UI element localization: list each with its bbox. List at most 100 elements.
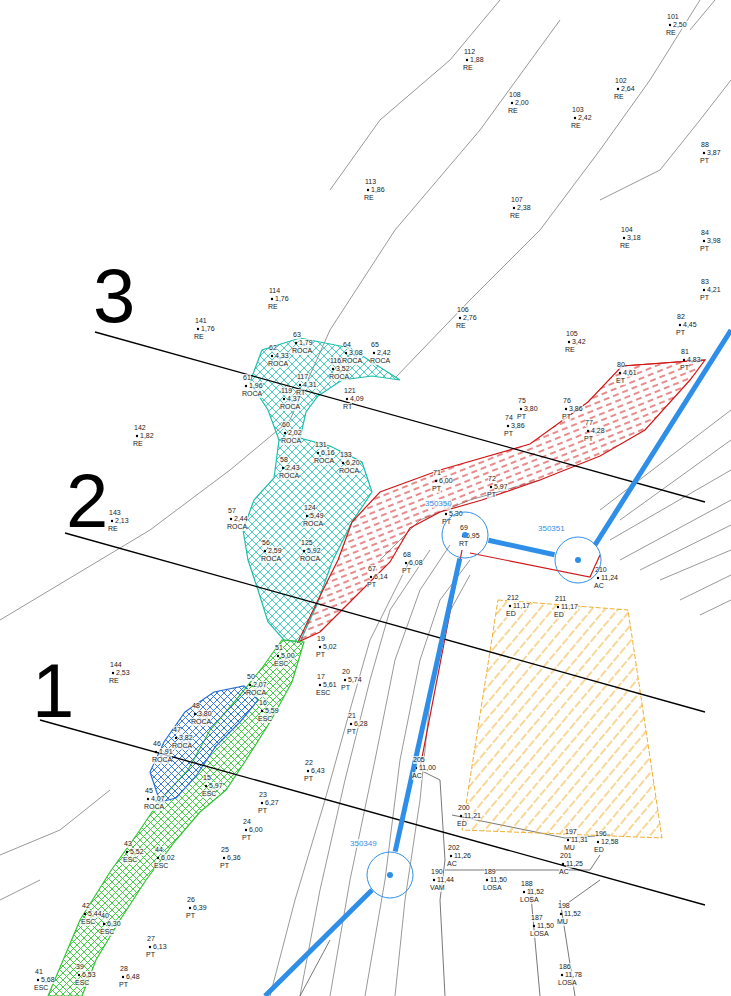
- callout-number: 67: [368, 565, 376, 573]
- survey-dot: [367, 189, 369, 191]
- callout-number: 211: [555, 595, 566, 603]
- callout-number: 106: [457, 306, 469, 314]
- callout-number: 16: [259, 699, 267, 707]
- point-code: LOSA: [520, 896, 539, 904]
- elevation-value: 1,96: [249, 382, 263, 390]
- survey-dot: [155, 751, 157, 753]
- point-code: PT: [186, 912, 195, 920]
- point-code: RE: [109, 677, 119, 685]
- point-code: RT: [459, 540, 468, 548]
- survey-dot: [679, 324, 681, 326]
- survey-dot: [245, 829, 247, 831]
- callout-number: 74: [505, 414, 513, 422]
- point-code: LOSA: [558, 979, 577, 987]
- survey-dot: [345, 352, 347, 354]
- section-number: 3: [93, 258, 135, 334]
- point-code: MU: [564, 844, 575, 852]
- callout-number: 104: [621, 226, 633, 234]
- survey-dot: [306, 515, 308, 517]
- survey-dot: [332, 368, 334, 370]
- elevation-value: 6,36: [227, 854, 241, 862]
- point-code: ESC: [154, 862, 168, 870]
- elevation-value: 3,42: [572, 338, 586, 346]
- elevation-value: 5,49: [310, 512, 324, 520]
- point-code: ROCA: [227, 523, 247, 531]
- survey-dot: [261, 802, 263, 804]
- station-circle: 350349: [366, 851, 414, 899]
- elevation-value: 3,18: [627, 234, 641, 242]
- callout-number: 40: [101, 912, 109, 920]
- callout-number: 201: [560, 852, 572, 860]
- elevation-value: 5,59: [265, 707, 279, 715]
- point-code: ESC: [75, 979, 89, 987]
- callout-number: 42: [82, 902, 90, 910]
- callout-number: 197: [565, 828, 577, 836]
- elevation-value: 4,37: [287, 395, 301, 403]
- point-code: ESC: [258, 715, 272, 723]
- station-dot: [387, 872, 393, 878]
- point-code: ED: [554, 611, 564, 619]
- survey-dot: [568, 341, 570, 343]
- survey-dot: [597, 841, 599, 843]
- survey-dot: [533, 925, 535, 927]
- elevation-value: 2,00: [515, 99, 529, 107]
- callout-number: 17: [317, 673, 325, 681]
- survey-dot: [37, 979, 39, 981]
- point-code: PT: [119, 981, 128, 989]
- section-number: 1: [32, 653, 74, 729]
- survey-dot: [466, 59, 468, 61]
- elevation-value: 5,52: [130, 848, 144, 856]
- elevation-value: 11,17: [561, 603, 578, 611]
- elevation-value: 6,00: [439, 477, 453, 485]
- elevation-value: 11,17: [513, 602, 530, 610]
- point-code: RE: [463, 64, 473, 72]
- callout-number: 41: [35, 968, 43, 976]
- callout-number: 200: [458, 804, 470, 812]
- point-code: AC: [559, 868, 569, 876]
- survey-dot: [373, 352, 375, 354]
- elevation-value: 1,76: [275, 295, 289, 303]
- station-outline: [366, 851, 414, 899]
- callout-number: 71: [433, 469, 441, 477]
- callout-number: 83: [701, 278, 709, 286]
- callout-number: 144: [110, 661, 122, 669]
- road-connector: [488, 540, 554, 555]
- elevation-value: 11,50: [537, 922, 554, 930]
- survey-dot: [433, 879, 435, 881]
- survey-dot: [205, 785, 207, 787]
- callout-number: 15: [203, 774, 211, 782]
- callout-number: 186: [559, 963, 571, 971]
- survey-dot: [284, 432, 286, 434]
- point-code: RE: [565, 346, 575, 354]
- elevation-value: 11,21: [464, 812, 481, 820]
- elevation-value: 1,82: [140, 432, 154, 440]
- point-code: PT: [584, 435, 593, 443]
- orange-hatched-area: [462, 600, 662, 838]
- callout-number: 212: [507, 594, 519, 602]
- survey-dot: [319, 684, 321, 686]
- point-code: ROCA: [280, 403, 300, 411]
- point-code: ROCA: [370, 357, 390, 365]
- callout-number: 114: [269, 287, 280, 295]
- callout-number: 108: [509, 91, 521, 99]
- survey-dot: [230, 518, 232, 520]
- elevation-value: 3,82: [179, 734, 193, 742]
- elevation-value: 6,02: [161, 854, 175, 862]
- survey-dot: [197, 328, 199, 330]
- elevation-value: 4,28: [591, 427, 605, 435]
- point-code: PT: [676, 329, 685, 337]
- callout-number: 20: [342, 668, 350, 676]
- point-code: RE: [666, 29, 676, 37]
- survey-dot: [282, 467, 284, 469]
- survey-dot: [189, 907, 191, 909]
- callout-number: 47: [173, 726, 181, 734]
- point-code: PT: [367, 581, 376, 589]
- section-lines: [40, 332, 705, 905]
- station-outline: [441, 511, 489, 559]
- survey-dot: [149, 946, 151, 948]
- point-code: ESC: [274, 660, 288, 668]
- elevation-value: 1,79: [299, 339, 313, 347]
- point-code: LOSA: [530, 930, 549, 938]
- point-code: ED: [506, 610, 516, 618]
- callout-number: 57: [228, 507, 236, 515]
